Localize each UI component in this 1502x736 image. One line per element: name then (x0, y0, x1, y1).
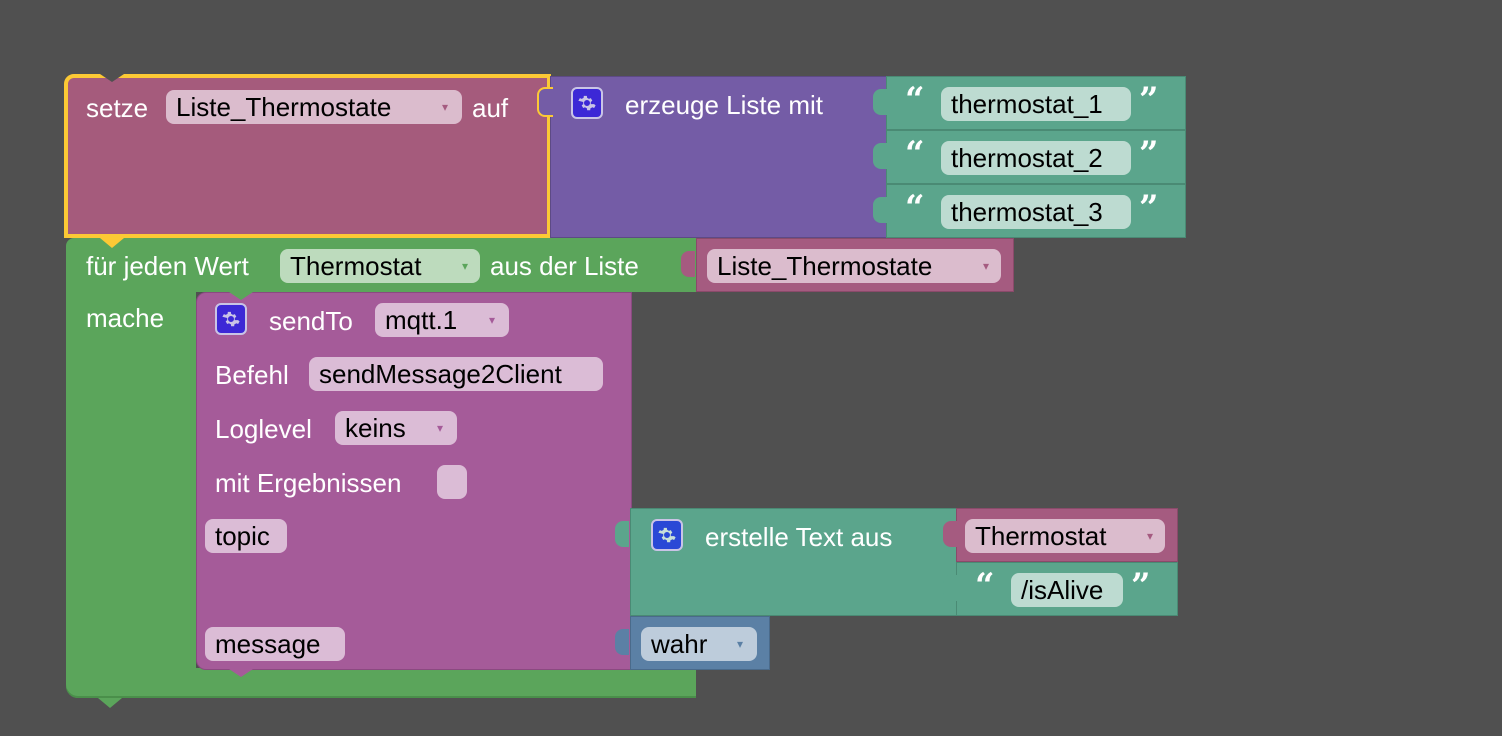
with-results-label: mit Ergebnissen (215, 468, 402, 498)
loop-variable-value: Thermostat (290, 251, 422, 281)
text-item-block[interactable]: “ thermostat_2 ” (873, 130, 1186, 184)
text-input[interactable]: /isAlive (1011, 573, 1123, 607)
join-text-block[interactable]: “ /isAlive ” (943, 562, 1178, 616)
set-variable-block[interactable]: setze Liste_Thermostate ▾ auf (64, 74, 551, 248)
to-label: auf (472, 93, 509, 123)
join-variable-value: Thermostat (975, 521, 1107, 551)
create-list-block[interactable]: erzeuge Liste mit (537, 76, 888, 238)
output-connector (537, 87, 553, 117)
open-quote-icon: “ (905, 80, 925, 120)
dropdown-arrow-icon: ▾ (441, 100, 448, 114)
sendto-block[interactable]: sendTo mqtt.1 ▾ Befehl sendMessage2Clien… (196, 292, 632, 677)
with-results-checkbox[interactable] (437, 465, 467, 499)
in-list-label: aus der Liste (490, 251, 639, 281)
close-quote-icon: ” (1131, 566, 1151, 606)
text-input[interactable]: thermostat_3 (941, 195, 1131, 229)
text-join-label: erstelle Text aus (705, 522, 893, 552)
for-each-label: für jeden Wert (86, 251, 249, 281)
command-input[interactable]: sendMessage2Client (309, 357, 603, 391)
dropdown-arrow-icon: ▾ (461, 259, 468, 273)
loop-variable-dropdown[interactable]: Thermostat ▾ (280, 249, 480, 283)
next-connector (100, 238, 124, 248)
join-variable-dropdown[interactable]: Thermostat ▾ (965, 519, 1165, 553)
next-connector (229, 669, 253, 677)
boolean-block[interactable]: wahr ▾ (615, 616, 770, 670)
close-quote-icon: ” (1139, 134, 1159, 174)
list-variable-value: Liste_Thermostate (717, 251, 933, 281)
loglevel-label: Loglevel (215, 414, 312, 444)
create-list-label: erzeuge Liste mit (625, 90, 823, 120)
command-label: Befehl (215, 360, 289, 390)
output-connector (873, 89, 887, 115)
dropdown-arrow-icon: ▾ (1146, 529, 1153, 543)
join-variable-block[interactable]: Thermostat ▾ (943, 508, 1178, 562)
text-input[interactable]: thermostat_2 (941, 141, 1131, 175)
open-quote-icon: “ (975, 566, 995, 606)
text-item-block[interactable]: “ thermostat_3 ” (873, 184, 1186, 238)
mutator-gear-icon[interactable] (651, 519, 683, 551)
mutator-gear-icon[interactable] (215, 303, 247, 335)
boolean-dropdown[interactable]: wahr ▾ (641, 627, 757, 661)
sendto-label: sendTo (269, 306, 353, 336)
output-connector (873, 197, 887, 223)
topic-argument-label[interactable]: topic (205, 519, 287, 553)
previous-connector (100, 74, 124, 82)
text-join-block[interactable]: erstelle Text aus (615, 508, 958, 616)
output-connector (943, 575, 957, 601)
for-each-block[interactable]: für jeden Wert Thermostat ▾ aus der List… (66, 238, 696, 708)
set-label: setze (86, 93, 149, 123)
dropdown-arrow-icon: ▾ (488, 313, 495, 327)
do-label: mache (86, 303, 165, 333)
close-quote-icon: ” (1139, 80, 1159, 120)
open-quote-icon: “ (905, 134, 925, 174)
boolean-value: wahr (651, 629, 708, 659)
dropdown-arrow-icon: ▾ (436, 421, 443, 435)
set-variable-dropdown[interactable]: Liste_Thermostate ▾ (166, 90, 462, 124)
for-each-spine (66, 292, 196, 680)
instance-dropdown[interactable]: mqtt.1 ▾ (375, 303, 509, 337)
loglevel-dropdown[interactable]: keins ▾ (335, 411, 457, 445)
list-variable-block[interactable]: Liste_Thermostate ▾ (681, 238, 1014, 292)
dropdown-arrow-icon: ▾ (982, 259, 989, 273)
output-connector (873, 143, 887, 169)
for-each-footer (66, 668, 696, 698)
mutator-gear-icon[interactable] (571, 87, 603, 119)
output-connector (943, 521, 957, 547)
close-quote-icon: ” (1139, 188, 1159, 228)
output-connector (615, 629, 629, 655)
loglevel-value: keins (345, 413, 406, 443)
message-argument-label[interactable]: message (205, 627, 345, 661)
instance-value: mqtt.1 (385, 305, 458, 335)
output-connector (615, 521, 629, 547)
open-quote-icon: “ (905, 188, 925, 228)
set-variable-value: Liste_Thermostate (176, 92, 392, 122)
next-connector (98, 698, 122, 708)
dropdown-arrow-icon: ▾ (736, 637, 743, 651)
text-item-block[interactable]: “ thermostat_1 ” (873, 76, 1186, 130)
input-connector (681, 251, 695, 277)
previous-connector (229, 292, 253, 300)
list-variable-dropdown[interactable]: Liste_Thermostate ▾ (707, 249, 1001, 283)
text-input[interactable]: thermostat_1 (941, 87, 1131, 121)
